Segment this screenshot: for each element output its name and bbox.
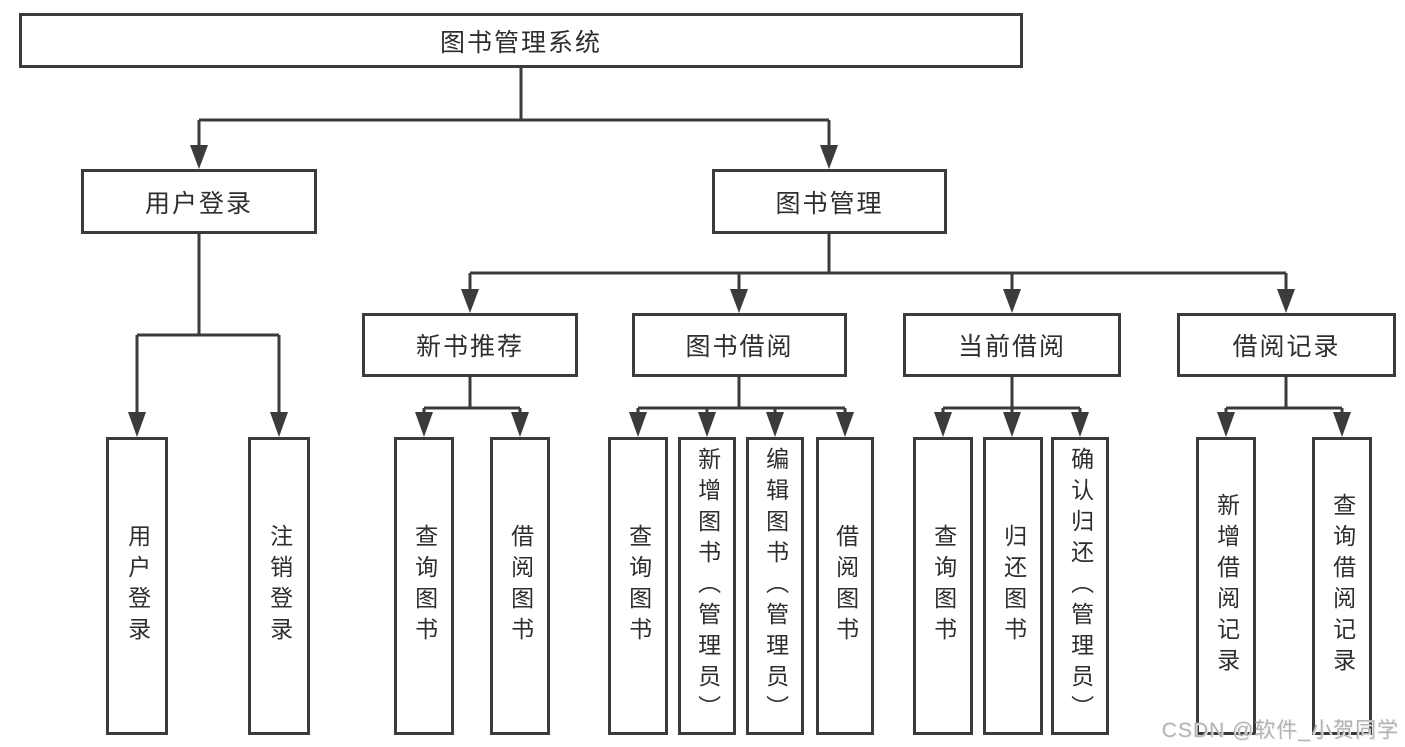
node-label: 图书管理 bbox=[775, 189, 884, 218]
connector-borrowing-records-to-leaves bbox=[1217, 377, 1351, 437]
node-label: 当前借阅 bbox=[957, 333, 1066, 361]
node-current-borrowing: 当前借阅 bbox=[903, 313, 1121, 377]
connector-book-management-to-level2 bbox=[461, 234, 1295, 313]
node-return-books: 归还图书 bbox=[983, 437, 1043, 735]
node-label: 查询借阅记录 bbox=[1329, 493, 1356, 679]
node-label: 新书推荐 bbox=[415, 333, 524, 361]
node-label: 新增图书（管理员） bbox=[694, 446, 721, 726]
connector-user-login-to-leaves bbox=[128, 234, 288, 437]
node-add-book-admin: 新增图书（管理员） bbox=[678, 437, 736, 735]
node-query-borrow-record: 查询借阅记录 bbox=[1312, 437, 1372, 735]
csdn-watermark: CSDN @软件_小贺同学 bbox=[1161, 719, 1399, 742]
node-label: 归还图书 bbox=[1000, 524, 1027, 648]
node-label: 图书借阅 bbox=[685, 333, 794, 361]
node-label: 借阅记录 bbox=[1232, 333, 1341, 361]
node-label: 查询图书 bbox=[625, 524, 652, 648]
node-label: 确认归还（管理员） bbox=[1067, 446, 1094, 726]
node-label: 查询图书 bbox=[411, 524, 438, 648]
connector-new-book-recommendation-to-leaves bbox=[415, 377, 529, 437]
node-label: 编辑图书（管理员） bbox=[762, 446, 789, 726]
connector-root-to-level1 bbox=[190, 68, 838, 169]
node-new-book-recommendation: 新书推荐 bbox=[362, 313, 578, 377]
node-label: 图书管理系统 bbox=[439, 28, 602, 57]
node-query-books-recommend: 查询图书 bbox=[394, 437, 454, 735]
node-borrowing-records: 借阅记录 bbox=[1177, 313, 1396, 377]
node-user-login-action: 用户登录 bbox=[106, 437, 168, 735]
node-label: 借阅图书 bbox=[507, 524, 534, 648]
node-book-borrowing: 图书借阅 bbox=[632, 313, 847, 377]
node-label: 用户登录 bbox=[144, 189, 253, 218]
node-logout-action: 注销登录 bbox=[248, 437, 310, 735]
node-label: 新增借阅记录 bbox=[1213, 493, 1240, 679]
node-label: 查询图书 bbox=[930, 524, 957, 648]
node-borrow-books-recommend: 借阅图书 bbox=[490, 437, 550, 735]
node-label: 用户登录 bbox=[124, 524, 151, 648]
connector-book-borrowing-to-leaves bbox=[629, 377, 854, 437]
node-book-management: 图书管理 bbox=[712, 169, 947, 234]
node-user-login: 用户登录 bbox=[81, 169, 317, 234]
node-query-books-borrowing: 查询图书 bbox=[608, 437, 668, 735]
node-label: 注销登录 bbox=[266, 524, 293, 648]
node-confirm-return-admin: 确认归还（管理员） bbox=[1051, 437, 1109, 735]
node-query-books-current: 查询图书 bbox=[913, 437, 973, 735]
node-label: 借阅图书 bbox=[832, 524, 859, 648]
node-borrow-books-borrowing: 借阅图书 bbox=[816, 437, 874, 735]
connector-current-borrowing-to-leaves bbox=[934, 377, 1089, 437]
node-add-borrow-record: 新增借阅记录 bbox=[1196, 437, 1256, 735]
node-library-management-system: 图书管理系统 bbox=[19, 13, 1023, 68]
node-edit-book-admin: 编辑图书（管理员） bbox=[746, 437, 804, 735]
